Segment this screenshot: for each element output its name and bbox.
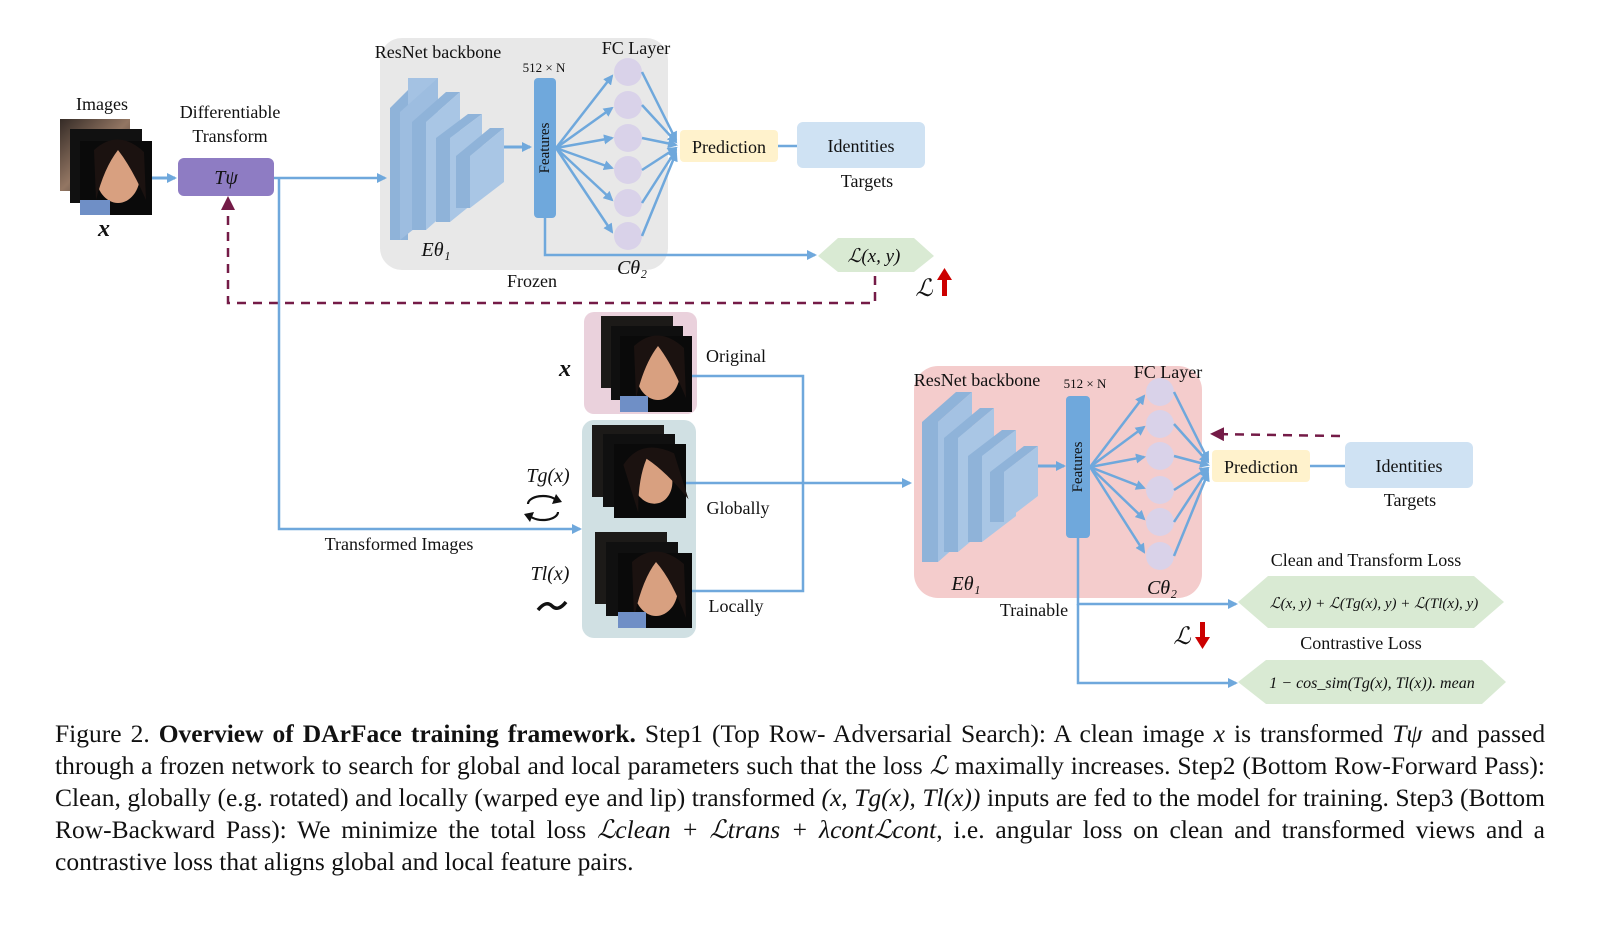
identities-box-bottom: [1345, 442, 1473, 488]
features-bar-top: [534, 78, 556, 218]
frozen-label: Frozen: [507, 271, 557, 291]
backward-dashed-arrow: [1210, 427, 1341, 442]
backbone-label-bottom: ResNet backbone: [914, 370, 1040, 390]
tg-label: Tg(x): [526, 465, 570, 487]
transform-box-label: Tψ: [214, 167, 238, 189]
caption-body-4: maximally increases. Step2 (Bottom Row-F…: [55, 751, 1546, 812]
identities-box-top: [797, 122, 925, 168]
targets-label-bottom: Targets: [1384, 490, 1436, 510]
loss-down-label: ℒ: [1173, 624, 1191, 650]
prediction-box-bottom: [1212, 450, 1310, 482]
adversarial-feedback-dashed: [221, 196, 877, 305]
transform-box: [178, 158, 274, 196]
caption-t-psi: Tψ: [1392, 719, 1423, 748]
backbone-label-top: ResNet backbone: [375, 42, 501, 62]
framework-diagram: Images x Differentiable Transform Tψ Res…: [60, 38, 1506, 704]
clean-transform-loss-formula: ℒ(x, y) + ℒ(Tg(x), y) + ℒ(Tl(x), y): [1270, 596, 1478, 612]
fc-label-bottom: FC Layer: [1134, 362, 1202, 382]
fc-nodes-bottom: [1146, 378, 1174, 570]
figure-caption: Figure 2. Overview of DArFace training f…: [55, 718, 1545, 878]
fc-label-top: FC Layer: [602, 38, 670, 58]
merge-lines: [686, 374, 912, 593]
transform-label: Transform: [192, 126, 267, 146]
encoder-label-top: Eθ₁: [421, 239, 451, 261]
features-label-top: Features: [537, 122, 553, 173]
transformed-images-label: Transformed Images: [325, 534, 474, 554]
caption-x: x: [1213, 719, 1225, 748]
caption-inputs-math: (x, Tg(x), Tl(x)): [821, 783, 981, 812]
dim-label-top: 512 × N: [523, 60, 566, 75]
local-image-stack: [595, 532, 692, 628]
fc-edges-top: [554, 71, 678, 237]
loss-up-label: ℒ: [915, 276, 933, 302]
identities-label-top: Identities: [828, 136, 895, 156]
original-label: Original: [706, 346, 766, 366]
contrastive-loss-hex: [1238, 660, 1506, 704]
loss-label-top: ℒ(x, y): [848, 246, 901, 267]
input-image-stack: [60, 119, 152, 215]
caption-body-5: inputs are fed to the model for training…: [55, 783, 1546, 844]
caption-body-1: Step1 (Top Row- Adversarial Search): A c…: [644, 719, 1205, 748]
differentiable-label: Differentiable: [180, 102, 281, 122]
resnet-blocks-top: [390, 78, 504, 240]
features-label-bottom: Features: [1070, 441, 1086, 492]
caption-l: ℒ: [929, 751, 948, 780]
prediction-label-top: Prediction: [692, 137, 766, 157]
rotate-icon: [524, 494, 562, 522]
clean-transform-loss-label: Clean and Transform Loss: [1271, 550, 1462, 570]
caption-figure-number: Figure 2.: [55, 719, 150, 748]
classifier-label-top: Cθ₂: [617, 257, 647, 279]
loss-hex-top: [818, 238, 934, 272]
red-up-arrow: [937, 268, 952, 296]
contrastive-loss-label: Contrastive Loss: [1300, 633, 1422, 653]
features-bar-bottom: [1066, 396, 1090, 538]
images-label: Images: [76, 94, 128, 114]
warp-icon: [536, 600, 568, 612]
dim-label-bottom: 512 × N: [1064, 376, 1107, 391]
global-image-stack: [592, 425, 689, 518]
prediction-box-top: [680, 130, 778, 162]
original-image-stack: [601, 316, 692, 412]
contrastive-loss-formula: 1 − cos_sim(Tg(x), Tl(x)). mean: [1269, 675, 1474, 692]
x-label-middle: x: [558, 356, 571, 382]
fc-edges-bottom: [1088, 391, 1210, 557]
prediction-label-bottom: Prediction: [1224, 457, 1298, 477]
red-down-arrow: [1195, 622, 1210, 649]
caption-body-6: , i.e. angular loss on clean and transfo…: [55, 815, 1545, 876]
caption-title: Overview of DArFace training framework.: [158, 719, 636, 748]
caption-total-loss-math: ℒclean + ℒtrans + λcontℒcont: [597, 815, 937, 844]
caption-body-2: is transformed: [1233, 719, 1384, 748]
encoder-label-bottom: Eθ₁: [951, 573, 981, 595]
tl-label: Tl(x): [531, 563, 570, 585]
locally-label: Locally: [709, 596, 764, 616]
globally-label: Globally: [707, 498, 770, 518]
classifier-label-bottom: Cθ₂: [1147, 577, 1177, 599]
fc-nodes-top: [614, 58, 642, 250]
x-label-top: x: [97, 216, 110, 242]
targets-label-top: Targets: [841, 171, 893, 191]
caption-body-3: and passed through a frozen network to s…: [55, 719, 1546, 780]
trainable-label: Trainable: [1000, 600, 1068, 620]
clean-transform-loss-hex: [1238, 576, 1504, 628]
resnet-blocks-bottom: [922, 392, 1038, 562]
identities-label-bottom: Identities: [1376, 456, 1443, 476]
